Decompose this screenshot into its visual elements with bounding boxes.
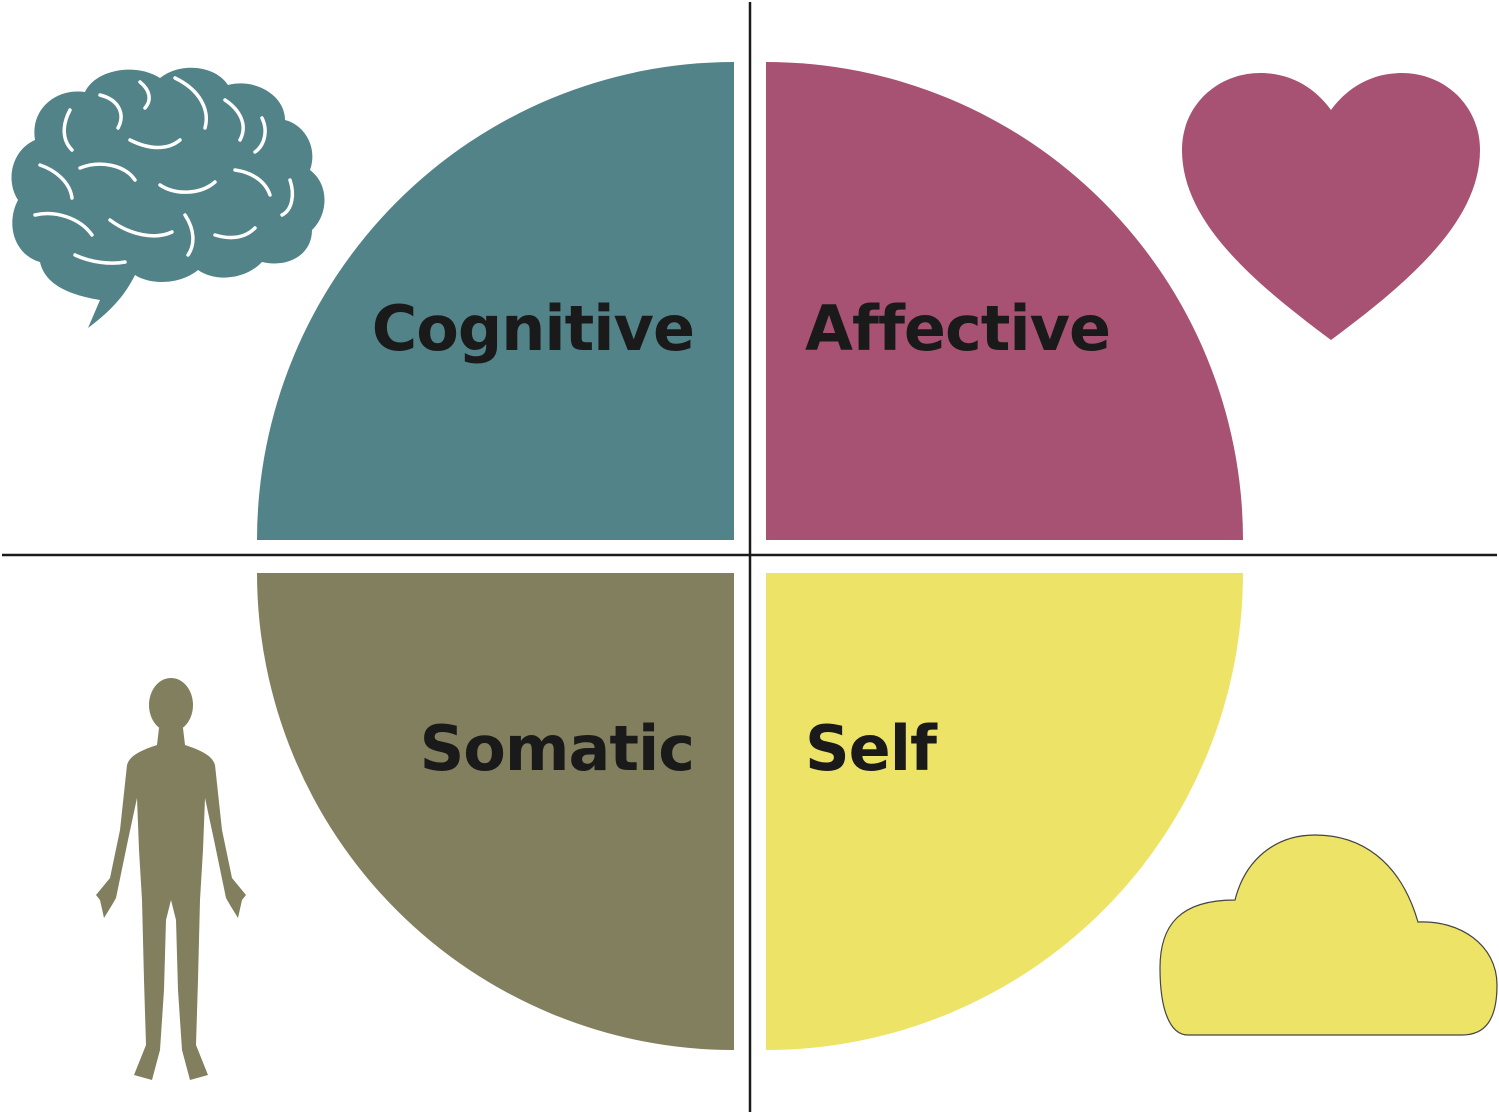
cognitive-label: Cognitive [371,292,695,365]
cloud-icon [1159,834,1498,1036]
somatic-label: Somatic [419,712,695,785]
self-quadrant [766,573,1243,1050]
human-body-icon [96,678,246,1080]
cognitive-quadrant [257,62,734,540]
somatic-quadrant [257,573,734,1050]
self-label: Self [805,712,937,785]
affective-label: Affective [805,292,1111,365]
brain-icon [11,67,325,329]
heart-icon [1182,73,1480,340]
affective-quadrant [766,62,1243,540]
